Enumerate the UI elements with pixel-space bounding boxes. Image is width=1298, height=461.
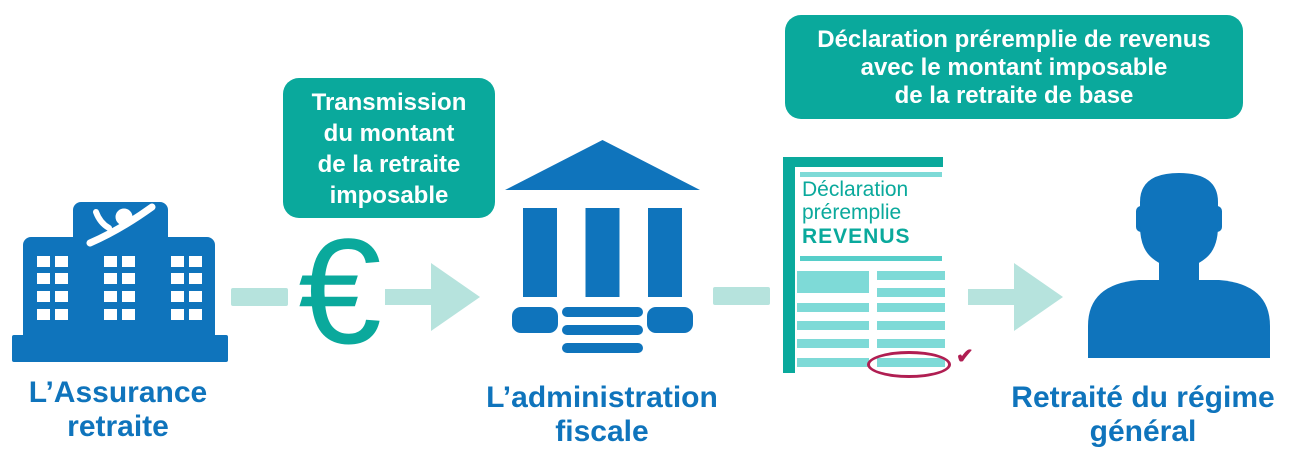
- connector-dash: [231, 288, 288, 306]
- bubble-text-line: imposable: [329, 182, 449, 209]
- form-text-line: [797, 303, 869, 312]
- form-title-line: préremplie: [802, 201, 902, 224]
- form-top-border: [783, 157, 943, 167]
- check-icon: ✔: [956, 345, 974, 368]
- arrow-right-icon: [968, 263, 1063, 331]
- highlight-circle: [867, 351, 951, 378]
- form-text-block: [797, 271, 869, 293]
- tax-form-icon: Déclaration préremplie REVENUS ✔: [783, 157, 983, 389]
- bubble-text-line: avec le montant imposable: [860, 54, 1168, 81]
- euro-icon: €: [298, 207, 382, 375]
- form-rule: [800, 256, 942, 261]
- form-text-line: [877, 303, 945, 312]
- bank-icon: [505, 140, 700, 353]
- form-text-line: [797, 339, 869, 348]
- bubble-text-line: Transmission: [311, 89, 467, 116]
- form-text-line: [877, 339, 945, 348]
- connector-dash: [713, 287, 770, 305]
- label-line: fiscale: [555, 415, 649, 448]
- label-line: L’Assurance: [28, 376, 208, 409]
- form-text-line: [877, 321, 945, 330]
- form-text-line: [797, 321, 869, 330]
- form-rule: [800, 172, 942, 177]
- form-text-line: [877, 288, 945, 297]
- assurance-retraite-label: L’Assurance retraite: [8, 376, 228, 444]
- bubble-text-line: Déclaration préremplie de revenus: [817, 26, 1211, 53]
- declaration-bubble: Déclaration préremplie de revenus avec l…: [785, 15, 1243, 119]
- retraite-regime-general-label: Retraité du régime général: [988, 381, 1298, 449]
- bubble-text-line: de la retraite: [317, 151, 461, 178]
- form-left-border: [783, 157, 795, 373]
- label-line: Retraité du régime: [1011, 381, 1275, 414]
- person-icon: [1088, 173, 1270, 358]
- form-text-line: [877, 271, 945, 280]
- assurance-building-icon: [12, 202, 228, 362]
- form-title-revenus: REVENUS: [802, 225, 911, 248]
- form-title-line: Déclaration: [802, 178, 909, 201]
- label-line: général: [1089, 415, 1197, 448]
- label-line: retraite: [67, 410, 169, 443]
- label-line: L’administration: [486, 381, 718, 414]
- form-text-line: [797, 358, 869, 367]
- bubble-text-line: du montant: [323, 120, 455, 147]
- bubble-text-line: de la retraite de base: [894, 82, 1134, 109]
- transmission-bubble: Transmission du montant de la retraite i…: [283, 78, 495, 218]
- arrow-right-icon: [385, 263, 480, 331]
- administration-fiscale-label: L’administration fiscale: [452, 381, 752, 449]
